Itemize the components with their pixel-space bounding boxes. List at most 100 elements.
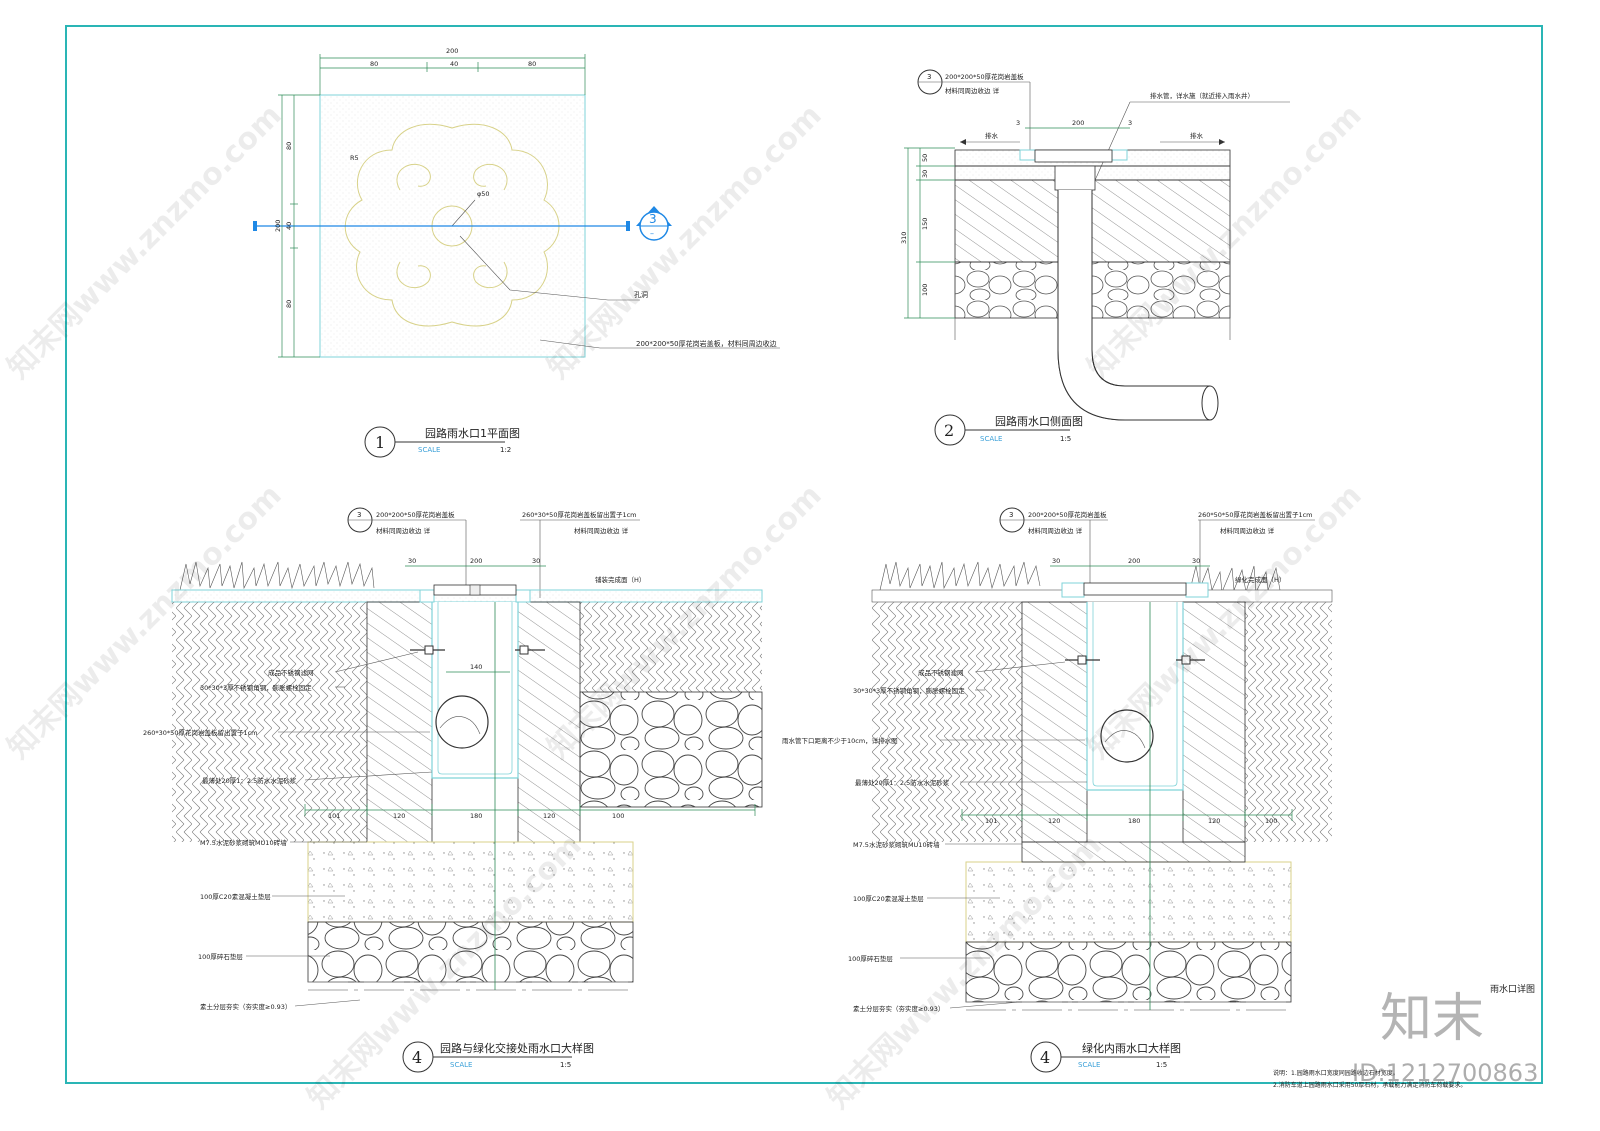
detail-b-title: 绿化内雨水口大样图 [1082,1041,1181,1055]
detail-b-dim-top-3: 30 [1192,557,1200,565]
plan-dim-left-total: 200 [274,220,282,232]
side-dim-left-3: 150 [921,218,929,230]
side-dim-left-4: 100 [921,284,929,296]
detail-a-dim-top-1: 30 [408,557,416,565]
detail-b-label-6: 100厚C20素混凝土垫层 [853,894,924,903]
side-tag-line2: 材料同周边收边 详 [945,86,1000,95]
detail-a-tag2-line1: 260*30*50厚花岗岩盖板留出置子1cm [522,510,637,519]
side-tag-line1: 200*200*50厚花岗岩盖板 [945,72,1024,81]
detail-b-label-4: 最薄处20厚1：2.5防水水泥砂浆 [855,778,950,787]
detail-b-tag-line2: 材料同周边收边 详 [1028,526,1083,535]
side-scale: 1:5 [1060,435,1071,443]
detail-b-dim-bottom-4: 120 [1208,817,1220,825]
detail-a-label-5: M7.5水泥砂浆砌筑MU10砖墙 [200,838,287,847]
detail-b-label-2: 30*30*3厚不锈钢角钢，膨胀螺栓固定 [853,686,965,695]
detail-a-label-2: 30*30*3厚不锈钢角钢，膨胀螺栓固定 [200,683,312,692]
side-pipe-note: 排水管，详水施（就近排入雨水井） [1150,91,1254,100]
plan-dim-left-2: 40 [285,222,293,230]
detail-b-dim-bottom-5: 100 [1265,817,1277,825]
plan-dim-left-1: 80 [285,142,293,150]
detail-a-label-8: 素土分层夯实（夯实度≥0.93） [200,1002,291,1011]
detail-a-title-num: 4 [412,1048,422,1067]
plan-title-num: 1 [375,433,385,452]
side-dim-left-2: 30 [921,170,929,178]
detail-b-dim-bottom-1: 101 [985,817,997,825]
detail-b-finish: 绿化完成面（H） [1235,575,1285,584]
detail-a-tag-line1: 200*200*50厚花岗岩盖板 [376,510,455,519]
detail-a: 3 200*200*50厚花岗岩盖板 材料同周边收边 详 260*30*50厚花… [143,507,763,1073]
detail-a-finish: 铺装完成面（H） [595,575,645,584]
side-title: 园路雨水口侧面图 [995,415,1083,428]
detail-a-tag-line2: 材料同周边收边 详 [376,526,431,535]
detail-a-title: 园路与绿化交接处雨水口大样图 [440,1041,594,1055]
plan-r-label: R5 [350,154,359,162]
note-2: 2.消防车道上园路雨水口采用50厚石材，承载能力满足消防车荷载要求。 [1273,1081,1466,1089]
detail-a-tag2-line2: 材料同周边收边 详 [574,526,629,535]
plan-scale: 1:2 [500,446,511,454]
plan-section-mark: 3 [649,212,657,226]
sheet-frame [65,25,1543,1084]
detail-b-label-5: M7.5水泥砂浆砌筑MU10砖墙 [853,840,940,849]
detail-b-pipe [1100,709,1154,763]
detail-b-dim-top-2: 200 [1128,557,1140,565]
plan-view: φ50 R5 3 – 200 80 40 80 80 40 80 200 [253,47,780,458]
side-dim-small-l: 3 [1016,119,1020,127]
plan-ornament [344,124,560,327]
detail-b-label-8: 素土分层夯实（夯实度≥0.93） [853,1004,944,1013]
plan-dim-top-2: 40 [450,60,458,68]
detail-b-scale: 1:5 [1156,1061,1167,1069]
side-drain-left: 排水 [985,131,999,140]
detail-b-scale-label: SCALE [1078,1061,1100,1069]
detail-a-scale-label: SCALE [450,1061,472,1069]
detail-a-pipe [435,695,489,749]
detail-b-dim-top-1: 30 [1052,557,1060,565]
detail-a-dim-top-2: 200 [470,557,482,565]
detail-b-dim-bottom-2: 120 [1048,817,1060,825]
watermark-id: ID:1212700863 [1352,1059,1538,1087]
watermark-1: 知末网www.znzmo.com [1,98,289,386]
detail-a-dim-bottom-3: 180 [470,812,482,820]
plan-dim-top-3: 80 [528,60,536,68]
detail-b: 3 200*200*50厚花岗岩盖板 材料同周边收边 详 260*50*50厚花… [782,507,1333,1073]
side-section: 3 200*200*50厚花岗岩盖板 材料同周边收边 详 排水管，详水施（就近排… [900,69,1290,446]
detail-a-label-3: 260*30*50厚花岗岩盖板留出置子1cm [143,728,258,737]
note-1: 说明：1.园路雨水口宽度同园路收边石材宽度。 [1273,1069,1399,1077]
detail-a-dim-top-3: 30 [532,557,540,565]
side-tag-num: 3 [927,73,931,81]
side-dim-small-r: 3 [1128,119,1132,127]
side-dim-top: 200 [1072,119,1084,127]
detail-b-tag2-line2: 材料同周边收边 详 [1220,526,1275,535]
watermark-logo: 知末 [1380,989,1484,1049]
detail-a-scale: 1:5 [560,1061,571,1069]
plan-title: 园路雨水口1平面图 [425,427,520,440]
detail-a-tag-num: 3 [357,511,361,519]
drawing-title: 雨水口详图 [1490,983,1535,995]
arrow-left-icon [960,139,966,145]
plan-dim-total: 200 [446,47,458,55]
detail-b-label-7: 100厚碎石垫层 [848,954,893,963]
detail-b-label-3: 雨水管下口距离不少于10cm，详排水图 [782,736,898,745]
detail-a-dim-inner: 140 [470,663,482,671]
plan-cover-callout: 200*200*50厚花岗岩盖板，材料同周边收边 [636,339,777,348]
detail-b-tag-line1: 200*200*50厚花岗岩盖板 [1028,510,1107,519]
side-title-num: 2 [944,421,954,440]
plan-dim-top-1: 80 [370,60,378,68]
plan-hole-callout: 孔洞 [634,290,648,299]
side-dim-left-1: 50 [921,154,929,162]
detail-b-label-1: 成品不锈钢滤网 [918,668,964,677]
detail-a-dim-bottom-5: 100 [612,812,624,820]
detail-b-tag2-line1: 260*50*50厚花岗岩盖板留出置子1cm [1198,510,1313,519]
detail-a-dim-bottom-1: 101 [328,812,340,820]
detail-a-label-6: 100厚C20素混凝土垫层 [200,892,271,901]
detail-a-dim-bottom-2: 120 [393,812,405,820]
detail-a-dim-bottom-4: 120 [543,812,555,820]
detail-b-title-num: 4 [1040,1048,1050,1067]
side-drain-right: 排水 [1190,131,1204,140]
detail-b-tag-num: 3 [1009,511,1013,519]
plan-scale-label: SCALE [418,446,440,454]
detail-a-label-7: 100厚碎石垫层 [198,952,243,961]
svg-text:–: – [650,229,654,238]
side-dim-total: 310 [900,232,908,244]
side-scale-label: SCALE [980,435,1002,443]
